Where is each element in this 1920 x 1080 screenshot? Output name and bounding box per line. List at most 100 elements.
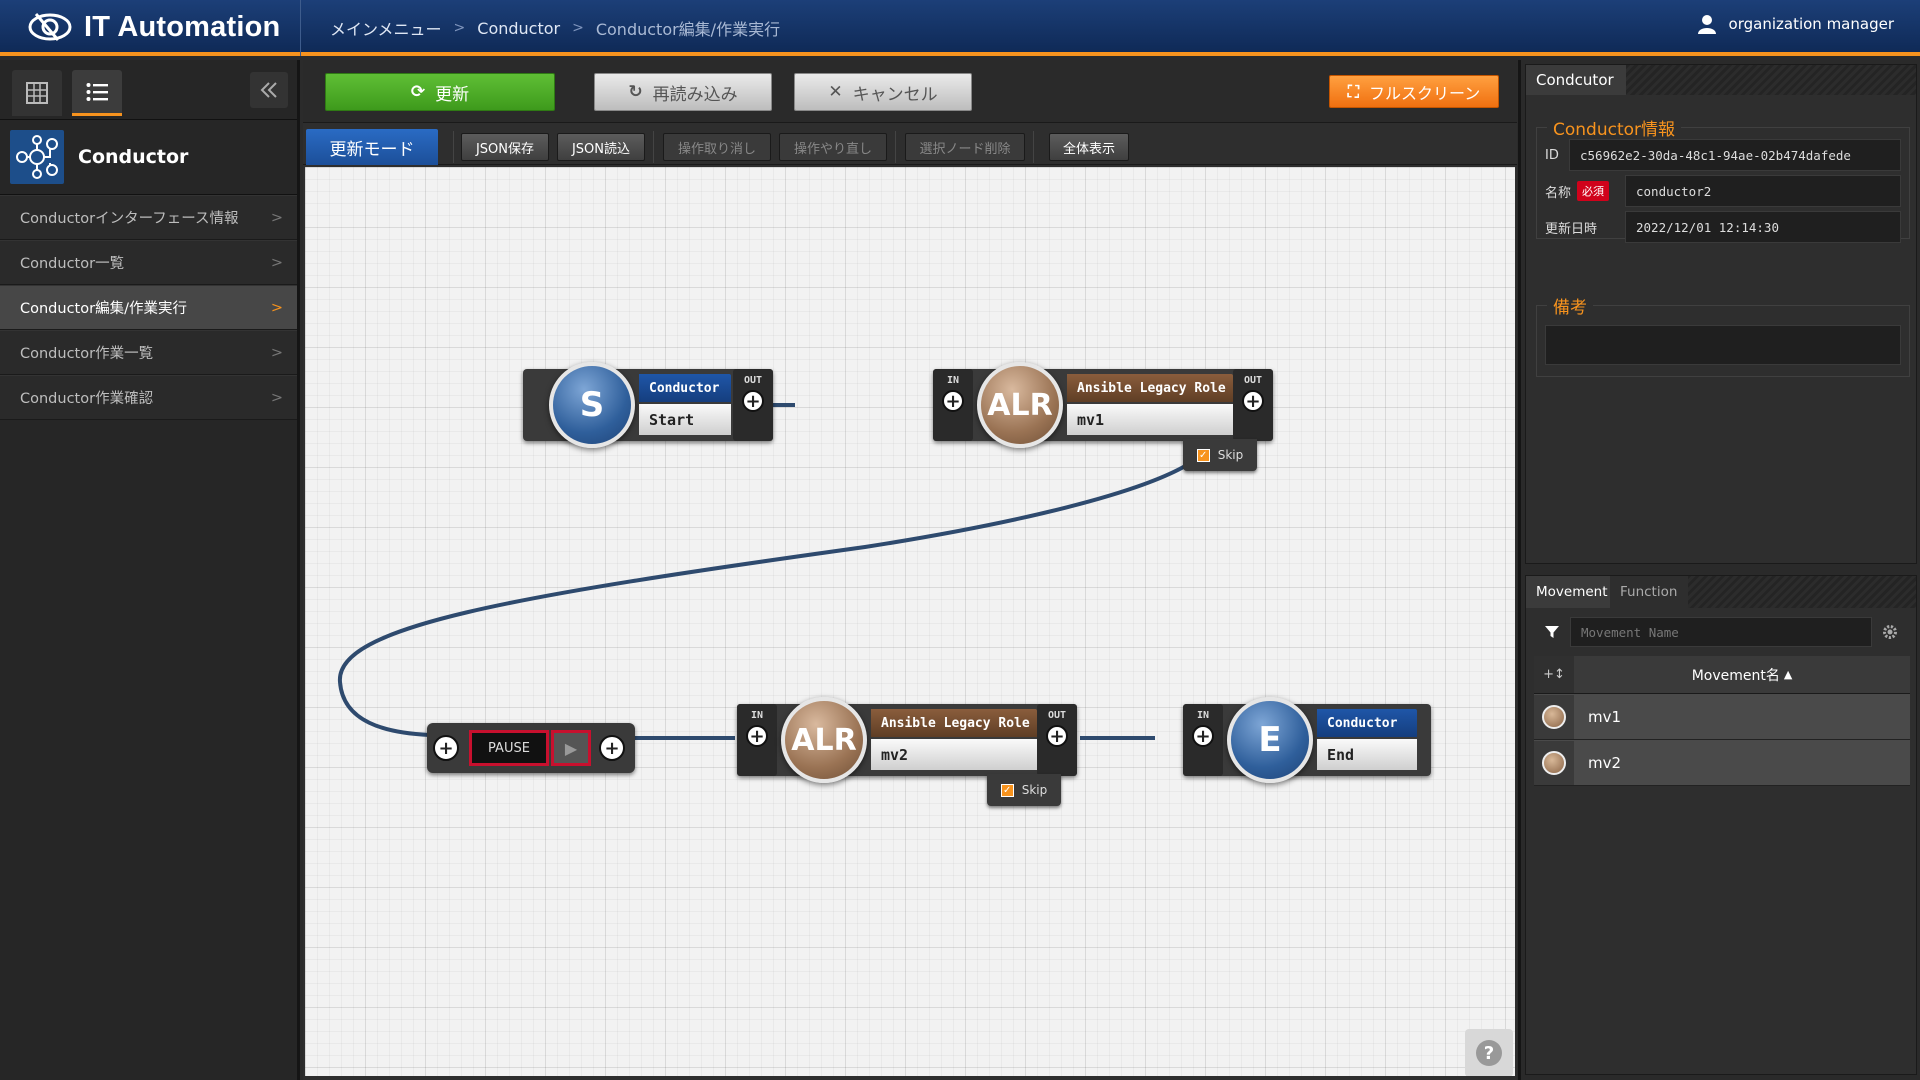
node-out-port[interactable]: OUT + [1233, 369, 1273, 441]
chevron-right-icon: > [453, 20, 466, 36]
table-row[interactable]: mv2 [1534, 740, 1910, 786]
checkbox-checked-icon: ✓ [1000, 783, 1014, 797]
reload-icon: ↻ [628, 82, 643, 102]
movement-tabs: Movement Function [1526, 576, 1916, 608]
id-value: c56962e2-30da-48c1-94ae-02b474dafede [1569, 139, 1901, 171]
gear-icon[interactable] [1872, 623, 1908, 641]
chevron-right-icon: > [572, 20, 584, 36]
tab-condcutor[interactable]: Condcutor [1526, 65, 1626, 95]
edge-layer [337, 403, 1212, 740]
update-button[interactable]: ⟳ 更新 [325, 73, 555, 111]
node-type: Conductor [639, 374, 731, 402]
chevron-right-icon: > [270, 300, 283, 316]
end-node-icon: E [1227, 697, 1313, 783]
redo-button[interactable]: 操作やり直し [779, 133, 887, 161]
toolbar-divider [1033, 131, 1034, 163]
column-header-label: Movement名 [1691, 667, 1780, 684]
column-header-movement-name[interactable]: Movement名 ▲ [1574, 656, 1910, 693]
node-name: mv1 [1067, 404, 1233, 435]
movement-search-input[interactable] [1570, 617, 1872, 647]
undo-button[interactable]: 操作取り消し [663, 133, 771, 161]
cancel-button[interactable]: ✕ キャンセル [794, 73, 972, 111]
node-in-port[interactable]: IN + [933, 369, 973, 441]
cancel-button-label: キャンセル [852, 84, 938, 105]
sidebar-item-interface-info[interactable]: Conductorインターフェース情報 > [0, 195, 297, 240]
fieldset-border [1537, 127, 1909, 128]
name-label: 名称 [1545, 185, 1572, 201]
updated-value: 2022/12/01 12:14:30 [1625, 211, 1901, 243]
port-label: OUT [743, 375, 763, 386]
node-mv2[interactable]: IN + Ansible Legacy Role mv2 ALR OUT + [737, 697, 1077, 783]
updated-label: 更新日時 [1545, 221, 1598, 237]
user-menu[interactable]: organization manager [1697, 14, 1894, 34]
id-row: ID c56962e2-30da-48c1-94ae-02b474dafede [1545, 139, 1901, 171]
movement-table-header: +↕ Movement名 ▲ [1534, 656, 1910, 694]
fieldset-border [1537, 305, 1909, 306]
help-button[interactable]: ? [1465, 1029, 1513, 1076]
breadcrumb-main-menu[interactable]: メインメニュー [330, 20, 442, 39]
plus-icon[interactable]: + [433, 735, 459, 761]
fullscreen-icon: ⛶ [1347, 81, 1359, 101]
sidebar-collapse-button[interactable] [250, 72, 288, 108]
sidebar-item-conductor-edit[interactable]: Conductor編集/作業実行 > [0, 285, 297, 330]
double-chevron-left-icon [260, 82, 277, 98]
plus-icon: + [1046, 725, 1068, 747]
movement-filter [1534, 616, 1908, 648]
app-header: IT Automation メインメニュー > Conductor > Cond… [0, 0, 1920, 56]
node-end[interactable]: IN + Conductor End E [1183, 697, 1431, 783]
skip-toggle-mv2[interactable]: ✓ Skip [987, 774, 1061, 806]
start-node-icon: S [549, 362, 635, 448]
node-start[interactable]: Conductor Start S OUT + [523, 362, 773, 448]
reload-button[interactable]: ↻ 再読み込み [594, 73, 772, 111]
delete-node-button[interactable]: 選択ノード削除 [905, 133, 1025, 161]
json-load-button[interactable]: JSON読込 [557, 133, 645, 161]
fullscreen-button[interactable]: ⛶ フルスクリーン [1329, 75, 1499, 108]
node-out-port[interactable]: OUT + [733, 369, 773, 441]
movement-name: mv2 [1574, 741, 1910, 785]
node-mv1[interactable]: IN + Ansible Legacy Role mv1 ALR OUT + [933, 362, 1273, 448]
node-out-port[interactable]: OUT + [1037, 704, 1077, 776]
tab-strip [1626, 65, 1916, 95]
sidebar-tabs [0, 60, 297, 120]
svg-text:?: ? [1484, 1043, 1494, 1064]
note-field[interactable] [1545, 325, 1901, 365]
chevron-right-icon: > [270, 255, 283, 271]
grid-icon [26, 82, 48, 104]
chevron-right-icon: > [270, 345, 283, 361]
sidebar-item-conductor-list[interactable]: Conductor一覧 > [0, 240, 297, 285]
json-save-button[interactable]: JSON保存 [461, 133, 549, 161]
sidebar-title-text: Conductor [78, 146, 189, 168]
note-fieldset: 備考 [1536, 293, 1910, 377]
conductor-canvas[interactable]: Conductor Start S OUT + IN + Ansible Leg… [305, 167, 1515, 1076]
play-icon[interactable]: ▶ [551, 730, 591, 766]
tab-function[interactable]: Function [1610, 576, 1688, 608]
name-field[interactable]: conductor2 [1625, 175, 1901, 207]
sidebar-tab-list[interactable] [72, 70, 122, 116]
ita-logo-icon [28, 13, 72, 41]
node-in-port[interactable]: IN + [737, 704, 777, 776]
skip-toggle-mv1[interactable]: ✓ Skip [1183, 439, 1257, 471]
node-type: Ansible Legacy Role [871, 709, 1037, 737]
breadcrumb-conductor[interactable]: Conductor [477, 18, 561, 38]
add-sort-icon[interactable]: +↕ [1534, 656, 1574, 693]
breadcrumb: メインメニュー > Conductor > Conductor編集/作業実行 [330, 16, 780, 40]
node-pause[interactable]: + PAUSE ▶ + [427, 723, 635, 773]
property-panel: Condcutor Conductor情報 ID c56962e2-30da-4… [1518, 60, 1920, 1080]
sidebar-item-job-check[interactable]: Conductor作業確認 > [0, 375, 297, 420]
app-logo[interactable]: IT Automation [28, 6, 280, 48]
movement-ansible-icon [1534, 741, 1574, 785]
table-row[interactable]: mv1 [1534, 694, 1910, 740]
node-in-port[interactable]: IN + [1183, 704, 1223, 776]
show-all-button[interactable]: 全体表示 [1049, 133, 1129, 161]
tab-movement[interactable]: Movement [1526, 576, 1610, 608]
toolbar-divider [895, 131, 896, 163]
editor-main: ⟳ 更新 ↻ 再読み込み ✕ キャンセル ⛶ フルスクリーン 更新モード JSO… [303, 60, 1517, 1080]
plus-icon[interactable]: + [599, 735, 625, 761]
skip-label: Skip [1021, 783, 1048, 797]
sidebar-item-label: Conductor作業確認 [20, 391, 154, 407]
filter-icon [1534, 624, 1570, 640]
sidebar-item-job-list[interactable]: Conductor作業一覧 > [0, 330, 297, 375]
sidebar-tab-grid[interactable] [12, 70, 62, 116]
port-label: IN [1196, 710, 1210, 721]
plus-icon: + [1242, 390, 1264, 412]
